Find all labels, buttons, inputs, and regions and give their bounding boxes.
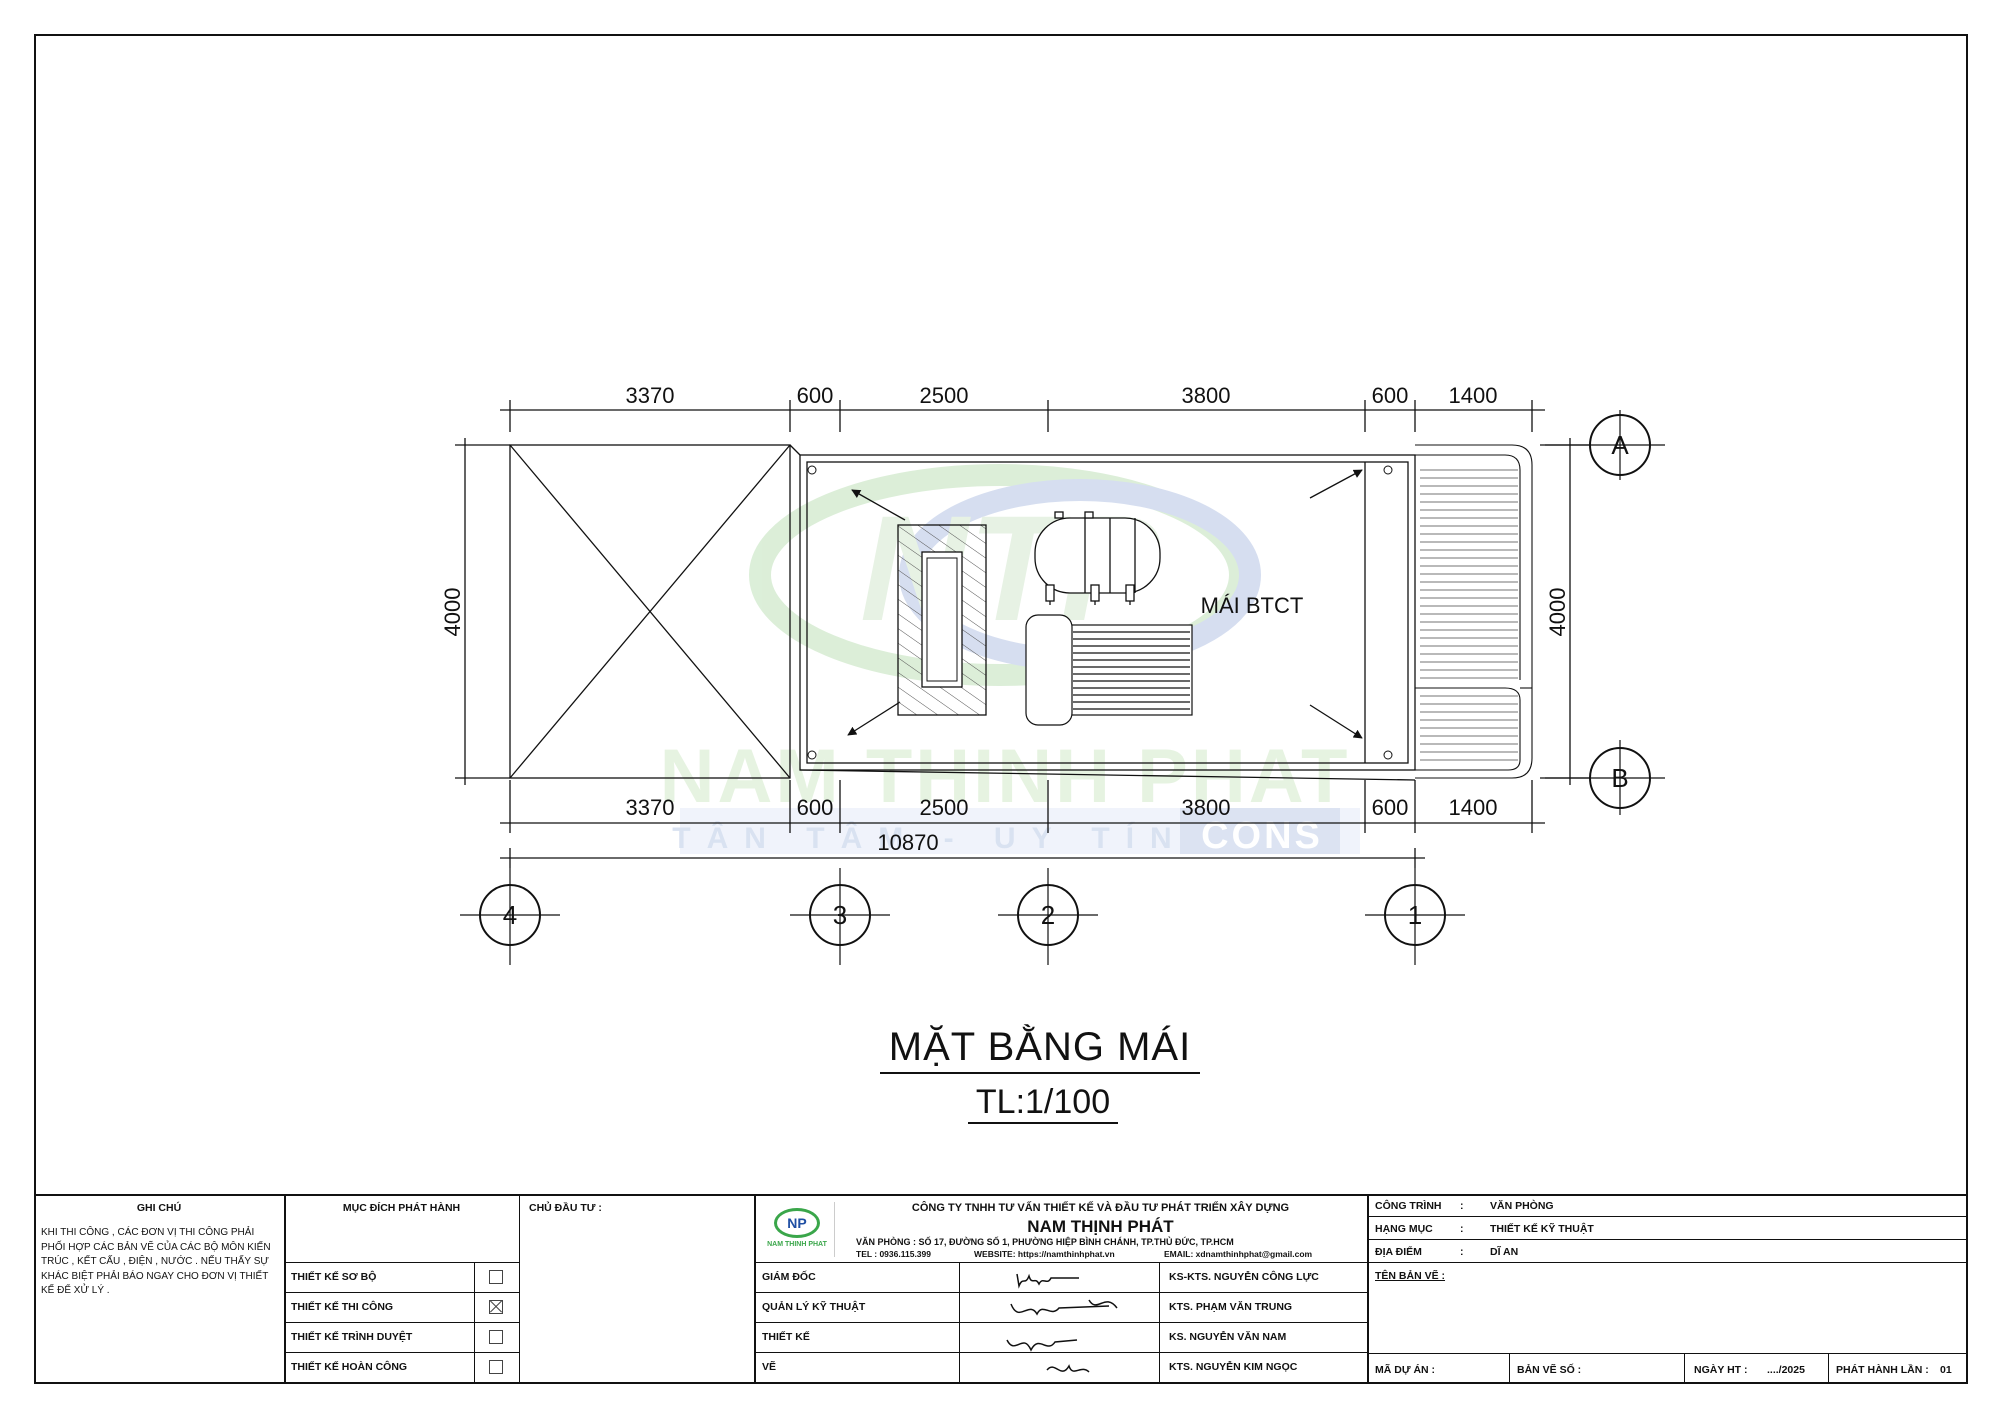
project-label: CÔNG TRÌNH: [1375, 1200, 1442, 1212]
skylight: [897, 524, 987, 716]
investor-label: CHỦ ĐẦU TƯ :: [529, 1202, 602, 1214]
signature-designer: [1006, 1339, 1078, 1352]
staff-name-1: KS-KTS. NGUYỄN CÔNG LỰC: [1169, 1271, 1319, 1283]
grid-col-3: 3: [833, 900, 847, 930]
staff-name-3: KS. NGUYỄN VĂN NAM: [1169, 1331, 1287, 1343]
dim-left: 4000: [440, 588, 465, 637]
grid-col-1: 1: [1408, 900, 1422, 930]
purpose-header: MỤC ĐÍCH PHÁT HÀNH: [342, 1202, 461, 1214]
notes-header: GHI CHÚ: [136, 1202, 182, 1214]
drawing-title: MẶT BẰNG MÁI: [880, 1025, 1200, 1074]
company-web: WEBSITE: https://namthinhphat.vn: [974, 1249, 1115, 1259]
dim-top-6: 1400: [1449, 383, 1498, 408]
title-block: GHI CHÚ KHI THI CÔNG , CÁC ĐƠN VỊ THI CÔ…: [34, 1194, 1968, 1384]
dim-bottom-4: 3800: [1182, 795, 1231, 820]
project-colon: :: [1460, 1200, 1464, 1212]
date-value: ..../2025: [1767, 1364, 1805, 1376]
company-tel: TEL : 0936.115.399: [856, 1249, 931, 1259]
staff-role-3: THIẾT KẾ: [762, 1331, 810, 1343]
dim-bottom-2: 600: [797, 795, 834, 820]
dim-top-3: 2500: [920, 383, 969, 408]
void-opening: [509, 444, 791, 779]
project-code-label: MÃ DỰ ÁN :: [1375, 1364, 1436, 1376]
checkbox-trinh-duyet[interactable]: [489, 1330, 503, 1344]
project-value: VĂN PHÒNG: [1490, 1200, 1554, 1212]
checkbox-so-bo[interactable]: [489, 1270, 503, 1284]
company-logo: NP NAM THINH PHAT: [764, 1208, 830, 1252]
date-label: NGÀY HT :: [1694, 1364, 1748, 1376]
issue-value: 01: [1940, 1364, 1952, 1376]
logo-caption: NAM THINH PHAT: [767, 1241, 827, 1248]
company-address: VĂN PHÒNG : SỐ 17, ĐƯỜNG SỐ 1, PHƯỜNG HI…: [856, 1237, 1234, 1247]
dim-top-1: 3370: [626, 383, 675, 408]
drawing-frame: [34, 34, 1968, 1384]
signature-tech: [1010, 1299, 1118, 1316]
grid-row-b: B: [1611, 763, 1628, 793]
staff-role-1: GIÁM ĐỐC: [762, 1271, 816, 1283]
company-email: EMAIL: xdnamthinhphat@gmail.com: [1164, 1249, 1313, 1259]
dim-bottom-6: 1400: [1449, 795, 1498, 820]
dimension-top: [500, 400, 1545, 432]
notes-text: KHI THI CÔNG , CÁC ĐƠN VỊ THI CÔNG PHẢI …: [41, 1227, 271, 1296]
roof-label: MÁI BTCT: [1201, 593, 1304, 618]
dim-top-2: 600: [797, 383, 834, 408]
checkbox-thi-cong[interactable]: [489, 1300, 503, 1314]
grid-col-2: 2: [1041, 900, 1055, 930]
grid-col-4: 4: [503, 900, 517, 930]
category-label: HẠNG MỤC: [1375, 1223, 1433, 1235]
signature-director: [1016, 1273, 1079, 1289]
staff-role-2: QUẢN LÝ KỸ THUẬT: [762, 1301, 866, 1313]
drawing-scale: TL:1/100: [968, 1083, 1118, 1124]
checkbox-hoan-cong[interactable]: [489, 1360, 503, 1374]
ribbed-canopy: [1415, 444, 1533, 779]
dim-top-5: 600: [1372, 383, 1409, 408]
dimension-bottom: [500, 780, 1545, 868]
dim-total: 10870: [877, 830, 938, 855]
dim-bottom-5: 600: [1372, 795, 1409, 820]
purpose-label-2: THIẾT KẾ THI CÔNG: [291, 1301, 394, 1313]
company-name: NAM THỊNH PHÁT: [1027, 1217, 1174, 1236]
grid-lines: [460, 410, 1665, 965]
category-colon: :: [1460, 1223, 1464, 1235]
dim-right: 4000: [1545, 588, 1570, 637]
purpose-label-4: THIẾT KẾ HOÀN CÔNG: [291, 1361, 408, 1373]
solar-heater: [1025, 614, 1193, 726]
purpose-label-1: THIẾT KẾ SƠ BỘ: [291, 1271, 377, 1283]
purpose-label-3: THIẾT KẾ TRÌNH DUYỆT: [291, 1331, 413, 1343]
company-line1: CÔNG TY TNHH TƯ VẤN THIẾT KẾ VÀ ĐẦU TƯ P…: [911, 1202, 1290, 1214]
issue-label: PHÁT HÀNH LẦN :: [1836, 1364, 1929, 1376]
watermark-sub: TÂN TÂM - UY TÍN: [672, 821, 1187, 855]
dim-bottom-3: 2500: [920, 795, 969, 820]
canopy-ribs: [1420, 469, 1518, 761]
signature-drafter: [1046, 1364, 1090, 1373]
logo-mark: NP: [774, 1208, 820, 1238]
staff-role-4: VẼ: [762, 1361, 777, 1373]
watermark: NTP NAM THINH PHAT TÂN TÂM - UY TÍN CONS: [660, 464, 1360, 857]
roof-drains: [807, 465, 1393, 760]
signatures: [1006, 1273, 1118, 1373]
staff-name-2: KTS. PHẠM VĂN TRUNG: [1169, 1301, 1293, 1313]
grid-row-a: A: [1611, 430, 1629, 460]
dim-bottom-1: 3370: [626, 795, 675, 820]
location-label: ĐỊA ĐIỂM: [1375, 1246, 1422, 1258]
dim-top-4: 3800: [1182, 383, 1231, 408]
location-colon: :: [1460, 1246, 1464, 1258]
location-value: DĨ AN: [1490, 1246, 1519, 1258]
category-value: THIẾT KẾ KỸ THUẬT: [1490, 1223, 1594, 1235]
dimension-left: [455, 438, 510, 785]
staff-name-4: KTS. NGUYỄN KIM NGỌC: [1169, 1361, 1298, 1373]
watermark-cons: CONS: [1201, 815, 1323, 857]
sheet-no-label: BẢN VẼ SỐ :: [1517, 1364, 1582, 1376]
roof-slab: [789, 444, 1416, 781]
sheet-name-label: TÊN BẢN VẼ :: [1375, 1270, 1446, 1282]
water-tank: [1034, 511, 1161, 605]
slope-arrows: [847, 469, 1363, 739]
